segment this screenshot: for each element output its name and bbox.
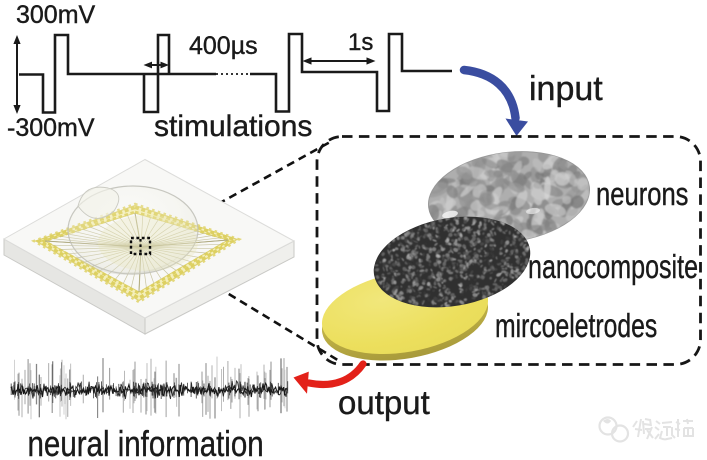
svg-text:output: output [338, 384, 430, 421]
svg-text:300mV: 300mV [16, 1, 96, 29]
svg-text:neural information: neural information [28, 423, 264, 460]
svg-text:-300mV: -300mV [7, 114, 95, 142]
svg-text:stimulations: stimulations [154, 110, 312, 143]
svg-text:input: input [529, 70, 603, 108]
svg-text:1s: 1s [348, 29, 373, 56]
svg-text:nanocomposite: nanocomposite [528, 249, 698, 286]
svg-text:400µs: 400µs [189, 32, 258, 60]
svg-text:mircoeletrodes: mircoeletrodes [495, 309, 657, 345]
svg-text:neurons: neurons [596, 177, 688, 212]
